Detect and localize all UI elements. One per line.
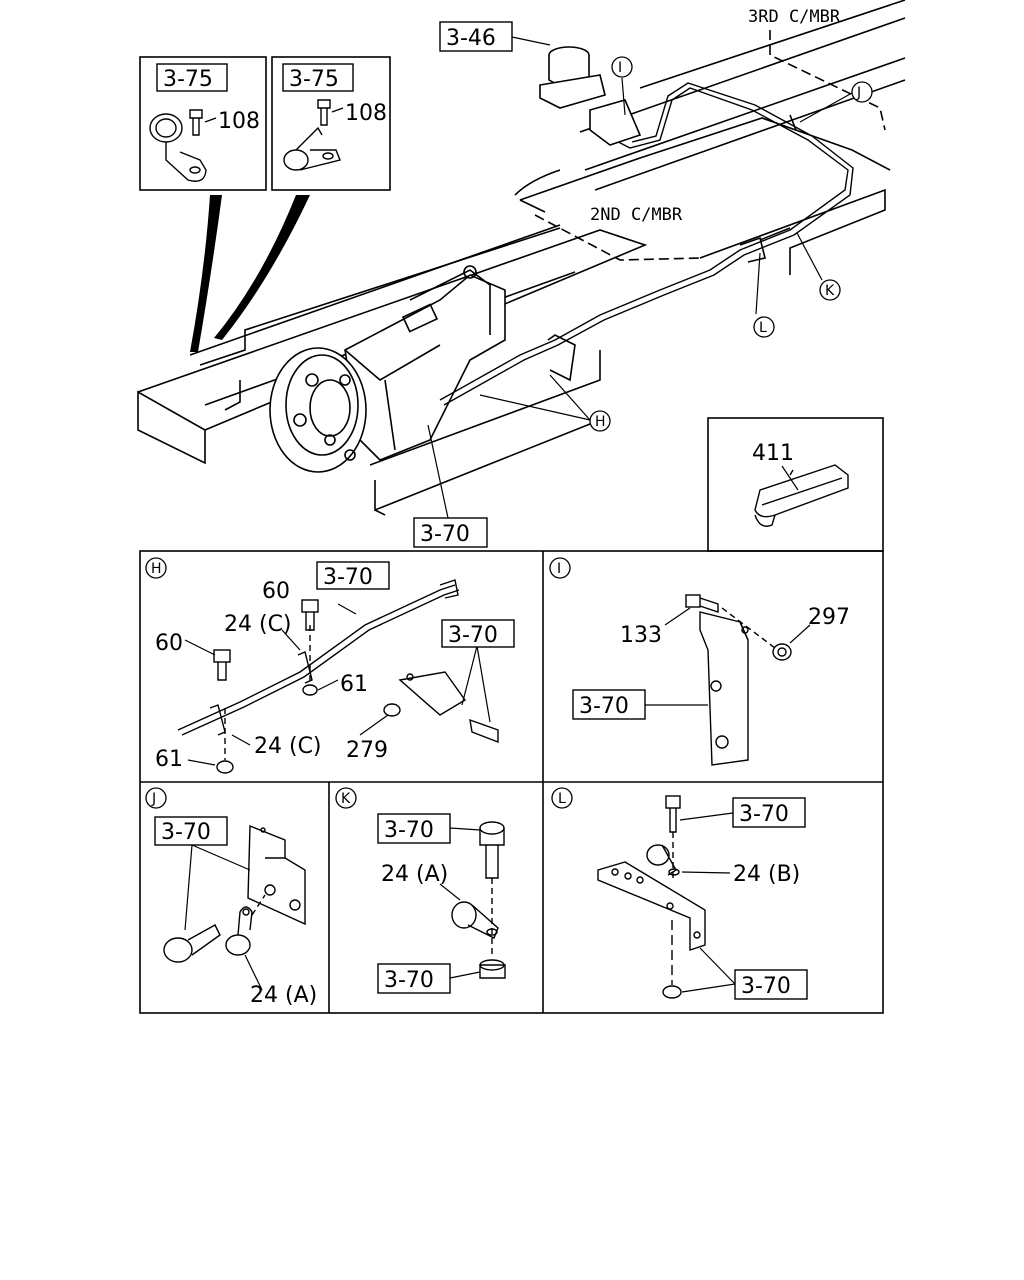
panel-411	[707, 417, 884, 552]
frame-leaders	[427, 36, 853, 519]
ref-box	[732, 797, 806, 828]
label-3rd-crossmember: 3RD C/MBR	[748, 7, 841, 27]
callout-k: K	[825, 283, 835, 299]
tag-circle-h	[145, 557, 167, 579]
ref-box	[377, 813, 451, 844]
inset-right	[271, 56, 391, 191]
detail-k-tag: K	[341, 791, 351, 807]
detail-k-drawing	[451, 821, 506, 979]
callout-circle-l	[753, 316, 775, 338]
tag-circle-l	[551, 787, 573, 809]
inset-left-ref: 3-75	[163, 67, 213, 92]
ref-box	[441, 619, 515, 648]
callout-circle-h	[589, 410, 611, 432]
ref-box	[154, 816, 228, 846]
detail-h-279: 279	[346, 738, 388, 763]
detail-i-297: 297	[808, 605, 850, 630]
detail-l-tag: L	[558, 791, 566, 807]
callout-l: L	[759, 320, 767, 336]
ref-3-46: 3-46	[446, 26, 496, 51]
detail-i-tag: I	[557, 561, 561, 577]
detail-j-24a: 24 (A)	[250, 983, 317, 1008]
detail-l-drawing	[597, 795, 706, 999]
detail-j-leaders	[184, 844, 263, 991]
inset-right-part: 108	[345, 101, 387, 126]
ref-box	[413, 517, 488, 548]
inset-pointers	[190, 195, 310, 352]
detail-i-leaders	[645, 607, 811, 706]
detail-l-ref-top: 3-70	[739, 802, 789, 827]
callout-circle-i	[611, 56, 633, 78]
detail-h-61-lower: 61	[155, 747, 183, 772]
ref-box	[377, 963, 451, 994]
detail-h-ref-bracket: 3-70	[448, 623, 498, 648]
detail-h-leaders	[184, 603, 491, 766]
tag-circle-j	[145, 787, 167, 809]
detail-j-tag: J	[151, 791, 156, 807]
detail-h-drawing	[177, 579, 499, 774]
inset-left-part: 108	[218, 109, 260, 134]
detail-h-60-left: 60	[155, 631, 183, 656]
inset-left	[139, 56, 267, 191]
detail-j-drawing	[163, 824, 306, 963]
ref-box	[734, 969, 808, 1000]
callout-circle-k	[819, 279, 841, 301]
callout-h: H	[595, 414, 606, 430]
detail-grid	[139, 550, 884, 1014]
detail-i-ref: 3-70	[579, 694, 629, 719]
detail-h-24c-upper: 24 (C)	[224, 612, 292, 637]
detail-h-tag: H	[151, 561, 162, 577]
detail-l-ref-bottom: 3-70	[741, 974, 791, 999]
detail-l-leaders	[679, 812, 736, 993]
ref-box	[439, 21, 513, 52]
detail-l-24b: 24 (B)	[733, 862, 800, 887]
detail-h-61-right: 61	[340, 672, 368, 697]
callout-j: J	[856, 85, 861, 101]
detail-i-drawing	[685, 594, 792, 766]
detail-k-leaders	[439, 827, 481, 979]
detail-i-133: 133	[620, 623, 662, 648]
ref-box	[572, 689, 646, 720]
detail-h-ref-pipe: 3-70	[323, 565, 373, 590]
detail-j-ref: 3-70	[161, 820, 211, 845]
detail-k-ref-top: 3-70	[384, 818, 434, 843]
tag-circle-i	[549, 557, 571, 579]
detail-k-24a: 24 (A)	[381, 862, 448, 887]
callout-i: I	[618, 60, 622, 76]
detail-h-60-upper: 60	[262, 579, 290, 604]
inset-right-ref: 3-75	[289, 67, 339, 92]
detail-k-ref-bottom: 3-70	[384, 968, 434, 993]
part-411: 411	[752, 441, 794, 466]
ref-box	[316, 561, 390, 590]
frame-illustration	[137, 0, 906, 516]
tag-circle-k	[335, 787, 357, 809]
ref-3-70-frame: 3-70	[420, 522, 470, 547]
callout-circle-j	[851, 81, 873, 103]
label-2nd-crossmember: 2ND C/MBR	[590, 205, 683, 225]
detail-h-24c-lower: 24 (C)	[254, 734, 322, 759]
